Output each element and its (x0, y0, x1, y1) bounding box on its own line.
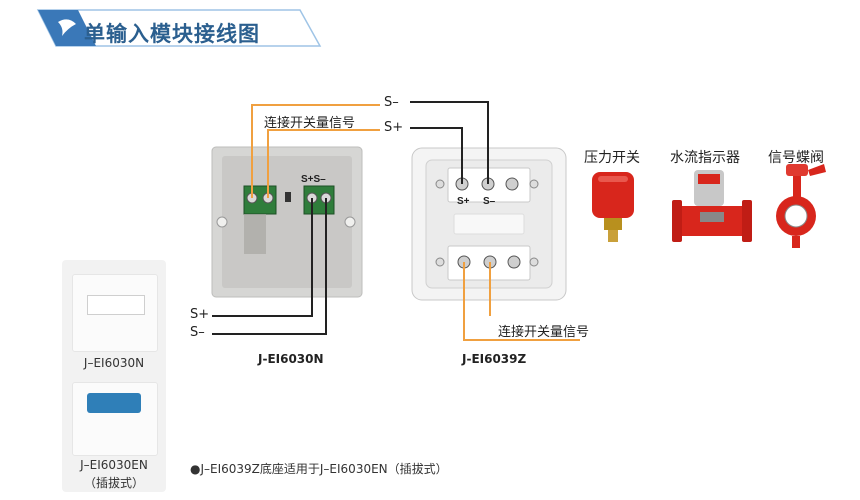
product-card-j-ei6030n (72, 274, 158, 352)
device-label-pressure-switch: 压力开关 (584, 150, 640, 166)
signal-s-plus-top: S+ (384, 120, 404, 135)
page-title: 单输入模块接线图 (84, 22, 260, 46)
switch-signal-label-right: 连接开关量信号 (498, 325, 590, 340)
side-caption-bottom-line1: J–EI6030EN (80, 458, 148, 472)
footnote: ●J–EI6039Z底座适用于J–EI6030EN（插拔式） (190, 462, 448, 476)
device-label-signal-butterfly-valve: 信号蝶阀 (768, 150, 824, 166)
base-j-ei6039z (411, 147, 567, 301)
signal-butterfly-valve-image (776, 164, 826, 248)
switch-signal-label-left: 连接开关量信号 (264, 116, 356, 131)
product-card-j-ei6030en (72, 382, 158, 456)
model-label-left: J-EI6030N (258, 352, 324, 366)
side-product-panel: J–EI6030N J–EI6030EN （插拔式） (62, 260, 166, 492)
signal-s-minus-top: S– (384, 95, 399, 110)
brand-icon (58, 19, 76, 36)
base-terminal-s-minus: S– (483, 196, 496, 207)
signal-s-minus-left: S– (190, 325, 205, 340)
signal-s-plus-left: S+ (190, 307, 210, 322)
product-blue-label (87, 393, 141, 413)
base-terminal-s-plus: S+ (457, 196, 470, 207)
title-banner (0, 0, 330, 56)
side-caption-top: J–EI6030N (83, 356, 145, 370)
device-label-water-flow-indicator: 水流指示器 (670, 150, 740, 166)
product-label-plate (87, 295, 145, 315)
module-j-ei6030n (211, 146, 363, 298)
water-flow-indicator-image (672, 170, 752, 242)
terminal-label: S+S– (301, 174, 326, 185)
title-banner-graphic (36, 9, 322, 47)
model-label-right: J-EI6039Z (462, 352, 527, 366)
side-caption-bottom-line2: （插拔式） (83, 476, 144, 490)
pressure-switch-image (592, 172, 634, 242)
